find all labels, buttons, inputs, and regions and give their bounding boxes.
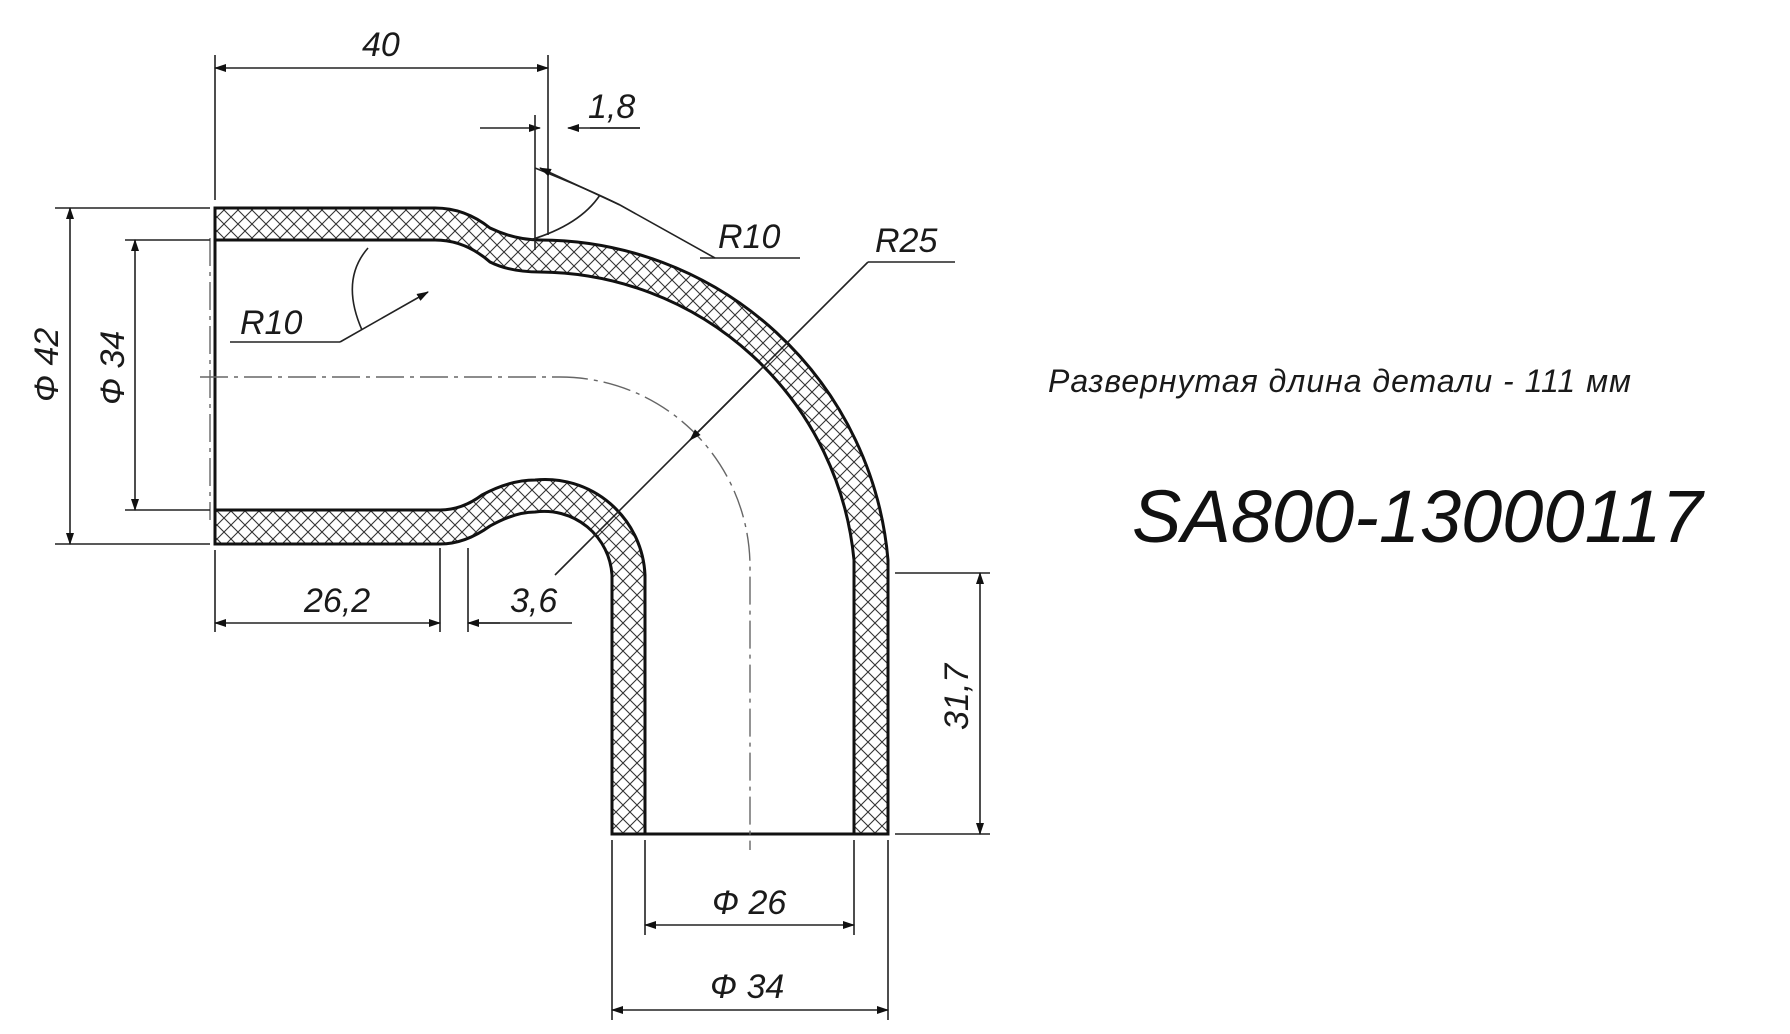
dim-inner-diameter-left: Ф 34 [94,331,132,405]
hose-wall-bottom [213,478,647,836]
dim-outer-diameter-bottom: Ф 34 [710,968,784,1006]
dim-outer-diameter-left: Ф 42 [28,328,66,402]
dim-bend-radius: R25 [875,222,937,260]
dim-leg-length: 31,7 [938,663,976,730]
center-line-arc [559,376,751,850]
dim-straight-length: 26,2 [303,582,370,620]
dim-inner-radius-small: R10 [240,304,302,342]
dim-inner-diameter-bottom: Ф 26 [712,884,786,922]
dim-outer-radius-small: R10 [718,218,780,256]
developed-length-note: Развернутая длина детали - 111 мм [1048,363,1632,399]
dim-transition-length: 3,6 [510,582,557,620]
dim-wall-thickness: 1,8 [588,88,635,126]
part-number: SA800-13000117 [1132,475,1705,558]
dim-top-length: 40 [362,26,400,64]
